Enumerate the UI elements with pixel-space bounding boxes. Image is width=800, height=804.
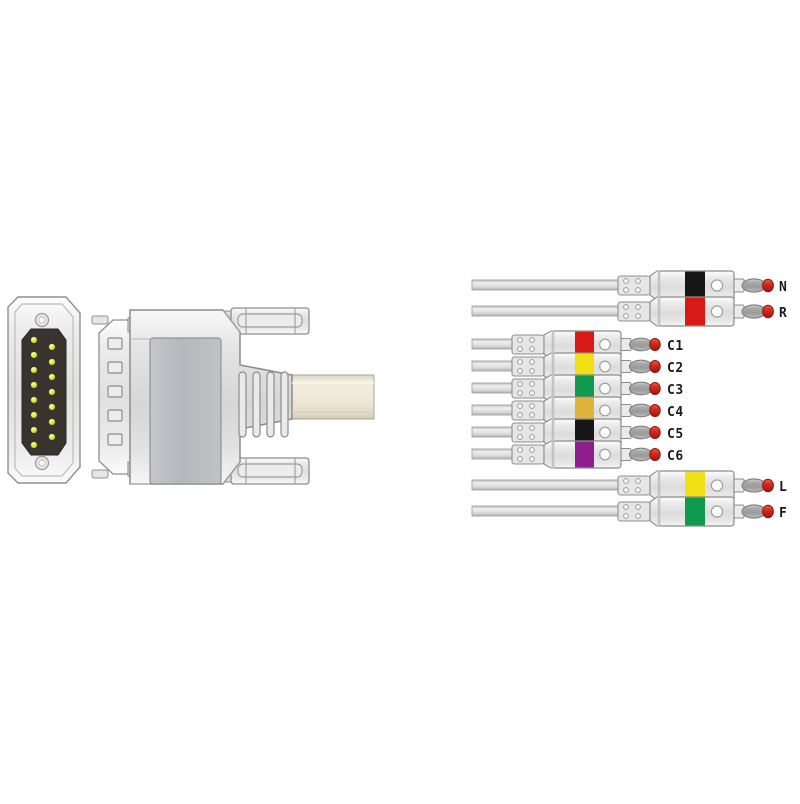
- top-limb-lead-spine: [657, 271, 661, 326]
- lead-label-r: R: [779, 306, 787, 321]
- lead-label-n: N: [779, 280, 787, 295]
- lead-label-c3: C3: [667, 383, 684, 398]
- housing-nub-bottom: [91, 469, 109, 479]
- lead-wire: [471, 279, 622, 291]
- housing-vent-slots: [238, 371, 289, 438]
- db15-cavity: [21, 328, 67, 456]
- lead-wire: [471, 382, 515, 394]
- lead-label-c4: C4: [667, 405, 684, 420]
- lead-wire: [471, 360, 515, 372]
- lead-banana-plug: [628, 337, 654, 352]
- lead-color-band: [575, 353, 594, 380]
- lead-strain-relief: [511, 400, 545, 421]
- lead-red-tip: [649, 360, 661, 373]
- lead-color-band: [575, 419, 594, 446]
- lead-strain-relief: [617, 275, 651, 296]
- lead-red-tip: [649, 382, 661, 395]
- lead-label-l: L: [779, 480, 787, 495]
- housing-pin-slots: [107, 337, 123, 446]
- lead-wire: [471, 338, 515, 350]
- lead-strain-relief: [511, 378, 545, 399]
- lead-strain-relief: [617, 301, 651, 322]
- lead-row-c5: C5: [471, 418, 684, 447]
- lead-red-tip: [762, 504, 774, 519]
- db15-shell-bevel: [14, 303, 74, 477]
- lead-strain-relief: [511, 356, 545, 377]
- lead-strain-relief: [511, 444, 545, 465]
- lead-color-band: [685, 271, 705, 300]
- lead-red-tip: [762, 278, 774, 293]
- lead-red-tip: [649, 338, 661, 351]
- lead-red-tip: [649, 448, 661, 461]
- lead-row-c2: C2: [471, 352, 684, 381]
- lead-color-band: [575, 441, 594, 468]
- lead-label-c6: C6: [667, 449, 684, 464]
- lead-white-dot: [599, 404, 611, 417]
- lead-banana-plug: [628, 447, 654, 462]
- lead-red-tip: [649, 404, 661, 417]
- lead-banana-plug: [628, 381, 654, 396]
- db15-pin-group: [30, 336, 56, 449]
- db15-face-connector: [7, 296, 81, 484]
- lead-red-tip: [762, 304, 774, 319]
- lead-strain-relief: [511, 334, 545, 355]
- lead-row-c6: C6: [471, 440, 684, 469]
- bottom-limb-lead-spine: [657, 471, 661, 526]
- lead-white-dot: [599, 426, 611, 439]
- lead-white-dot: [710, 505, 724, 518]
- lead-banana-plug: [628, 403, 654, 418]
- lead-white-dot: [710, 279, 724, 292]
- lead-label-c2: C2: [667, 361, 684, 376]
- lead-row-n: N: [471, 270, 787, 301]
- lead-strain-relief: [617, 475, 651, 496]
- lead-label-f: F: [779, 506, 787, 521]
- lead-label-c5: C5: [667, 427, 684, 442]
- housing-label-panel: [149, 337, 222, 485]
- lead-strain-relief: [511, 422, 545, 443]
- lead-row-c3: C3: [471, 374, 684, 403]
- lead-wire: [471, 305, 622, 317]
- lead-wire: [471, 448, 515, 460]
- lead-color-band: [685, 471, 705, 500]
- housing-screw-lug-top: [230, 307, 310, 335]
- lead-wire: [471, 479, 622, 491]
- lead-banana-plug: [628, 359, 654, 374]
- lead-color-band: [575, 331, 594, 358]
- lead-white-dot: [599, 382, 611, 395]
- lead-white-dot: [710, 305, 724, 318]
- lead-red-tip: [762, 478, 774, 493]
- lead-wire: [471, 426, 515, 438]
- lead-banana-plug: [628, 425, 654, 440]
- lead-white-dot: [710, 479, 724, 492]
- lead-color-band: [685, 297, 705, 326]
- lead-color-band: [685, 497, 705, 526]
- lead-row-r: R: [471, 296, 787, 327]
- db15-molded-housing: [91, 307, 375, 485]
- lead-wire: [471, 404, 515, 416]
- lead-white-dot: [599, 360, 611, 373]
- lead-white-dot: [599, 448, 611, 461]
- chest-lead-spine: [551, 331, 555, 468]
- housing-screw-lug-bottom: [230, 457, 310, 485]
- lead-wire: [471, 505, 622, 517]
- housing-nub-top: [91, 315, 109, 325]
- lead-red-tip: [649, 426, 661, 439]
- lead-white-dot: [599, 338, 611, 351]
- lead-strain-relief: [617, 501, 651, 522]
- lead-label-c1: C1: [667, 339, 684, 354]
- lead-color-band: [575, 397, 594, 424]
- lead-color-band: [575, 375, 594, 402]
